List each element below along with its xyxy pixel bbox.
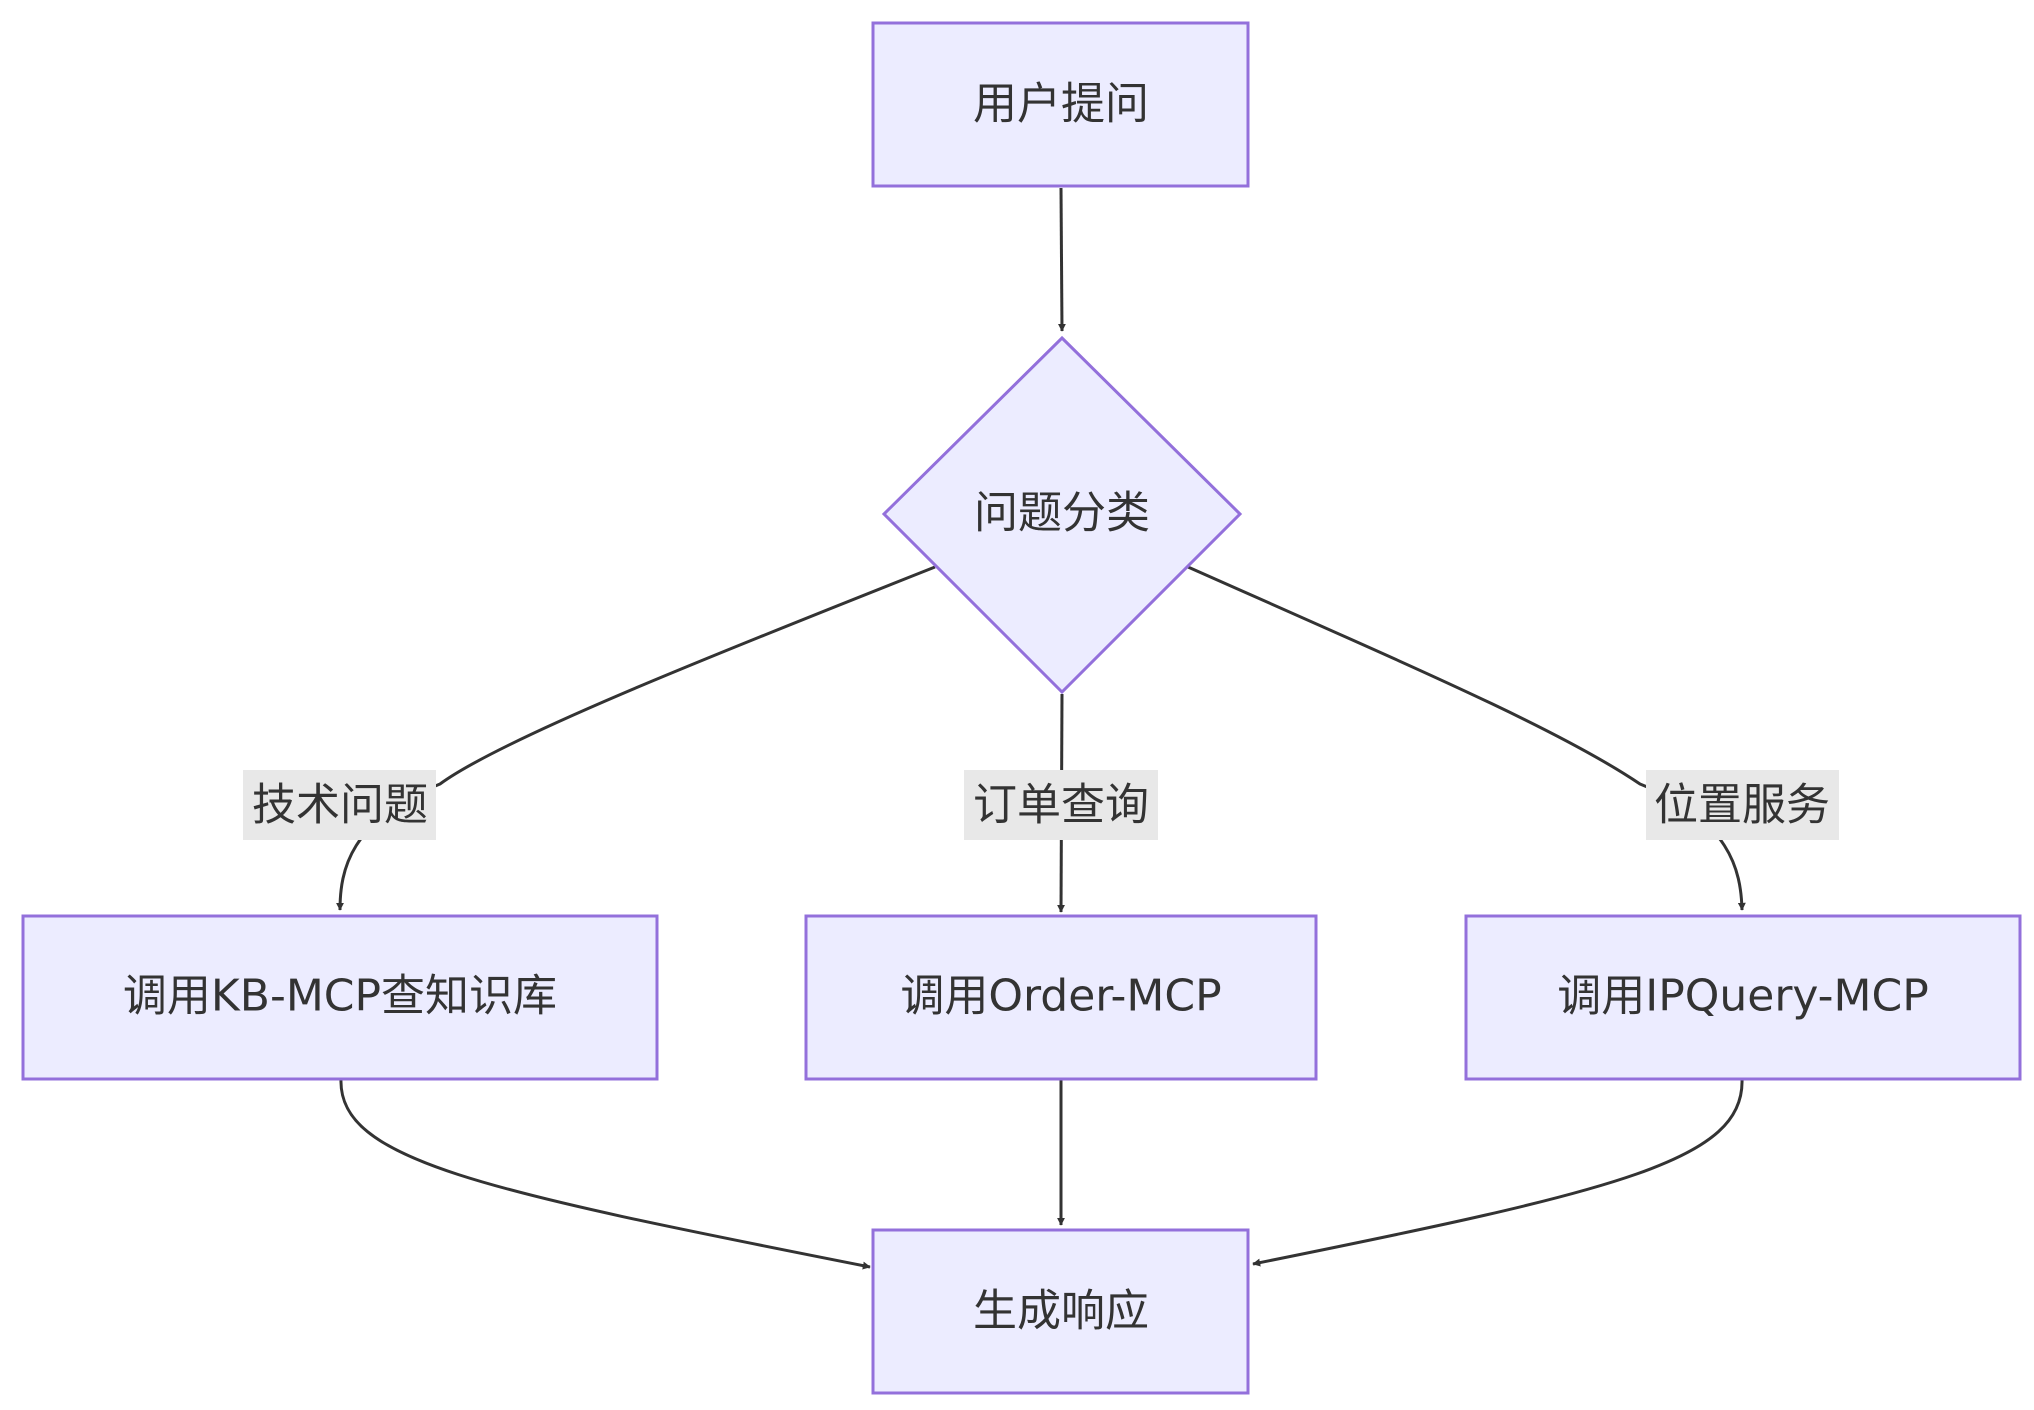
edge-label-location: 位置服务	[1646, 770, 1839, 840]
node-order-box	[804, 914, 1318, 1081]
node-start-box	[871, 21, 1250, 188]
edge-kb-to-end	[339, 1078, 871, 1270]
node-start: 用户提问	[871, 21, 1250, 188]
node-order: 调用Order-MCP	[804, 914, 1318, 1081]
edge-label-order: 订单查询	[964, 770, 1158, 840]
node-kb: 调用KB-MCP查知识库	[21, 914, 659, 1081]
node-order-label: 调用Order-MCP	[900, 971, 1221, 1022]
edges	[336, 187, 1746, 1270]
edge-decision-to-kb	[336, 565, 936, 911]
node-start-label: 用户提问	[973, 79, 1149, 130]
edge-decision-to-ip	[1187, 565, 1746, 911]
edge-label-tech: 技术问题	[243, 770, 436, 840]
edge-label-text: 订单查询	[973, 780, 1149, 831]
node-decision-diamond	[881, 335, 1243, 695]
node-decision-label: 问题分类	[974, 488, 1150, 539]
node-kb-box	[21, 914, 659, 1081]
edge-label-background	[243, 770, 436, 840]
node-end-label: 生成响应	[973, 1286, 1149, 1337]
edge-label-text: 技术问题	[252, 780, 428, 831]
node-kb-label: 调用KB-MCP查知识库	[123, 971, 557, 1022]
node-ip-label: 调用IPQuery-MCP	[1557, 971, 1929, 1022]
node-decision: 问题分类	[881, 335, 1243, 695]
node-end: 生成响应	[871, 1228, 1250, 1395]
edge-start-to-decision	[1057, 187, 1066, 332]
node-end-box	[871, 1228, 1250, 1395]
node-ip: 调用IPQuery-MCP	[1464, 914, 2022, 1081]
edge-label-text: 位置服务	[1654, 780, 1830, 831]
node-ip-box	[1464, 914, 2022, 1081]
edge-label-background	[964, 770, 1158, 840]
edge-label-background	[1646, 770, 1839, 840]
edge-ip-to-end	[1252, 1078, 1744, 1267]
